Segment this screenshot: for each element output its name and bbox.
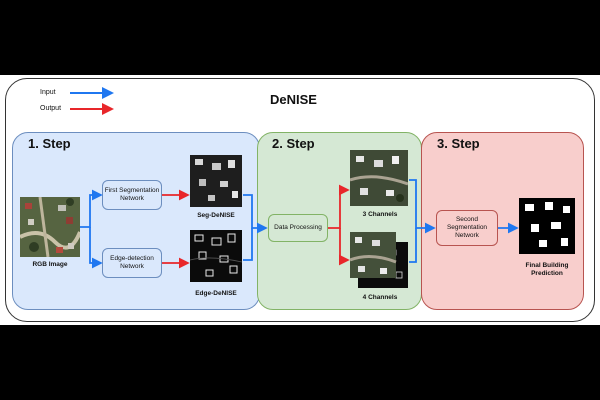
rgb-image xyxy=(19,196,82,258)
edge-detection-network-box: Edge-detection Network xyxy=(102,248,162,278)
second-segmentation-network-box: Second Segmentation Network xyxy=(436,210,498,246)
step-3-label: 3. Step xyxy=(437,136,480,151)
four-channels-caption: 4 Channels xyxy=(362,294,398,301)
step-1-label: 1. Step xyxy=(28,136,71,151)
step-2-label: 2. Step xyxy=(272,136,315,151)
final-building-prediction-image xyxy=(519,198,575,254)
legend-input-label: Input xyxy=(40,89,56,96)
edge-denise-image xyxy=(189,230,243,282)
diagram-title: DeNISE xyxy=(270,92,317,107)
three-channels-image xyxy=(349,150,409,206)
seg-denise-image xyxy=(190,155,242,207)
first-segmentation-network-box: First Segmentation Network xyxy=(102,180,162,210)
three-channels-caption: 3 Channels xyxy=(362,211,398,218)
data-processing-box: Data Processing xyxy=(268,214,328,242)
edge-denise-caption: Edge-DeNISE xyxy=(195,290,237,297)
legend-output-label: Output xyxy=(40,105,62,112)
final-building-prediction-caption: Final Building Prediction xyxy=(525,262,569,277)
four-channels-image xyxy=(349,232,408,288)
rgb-image-caption: RGB Image xyxy=(32,261,68,268)
seg-denise-caption: Seg-DeNISE xyxy=(197,212,235,219)
